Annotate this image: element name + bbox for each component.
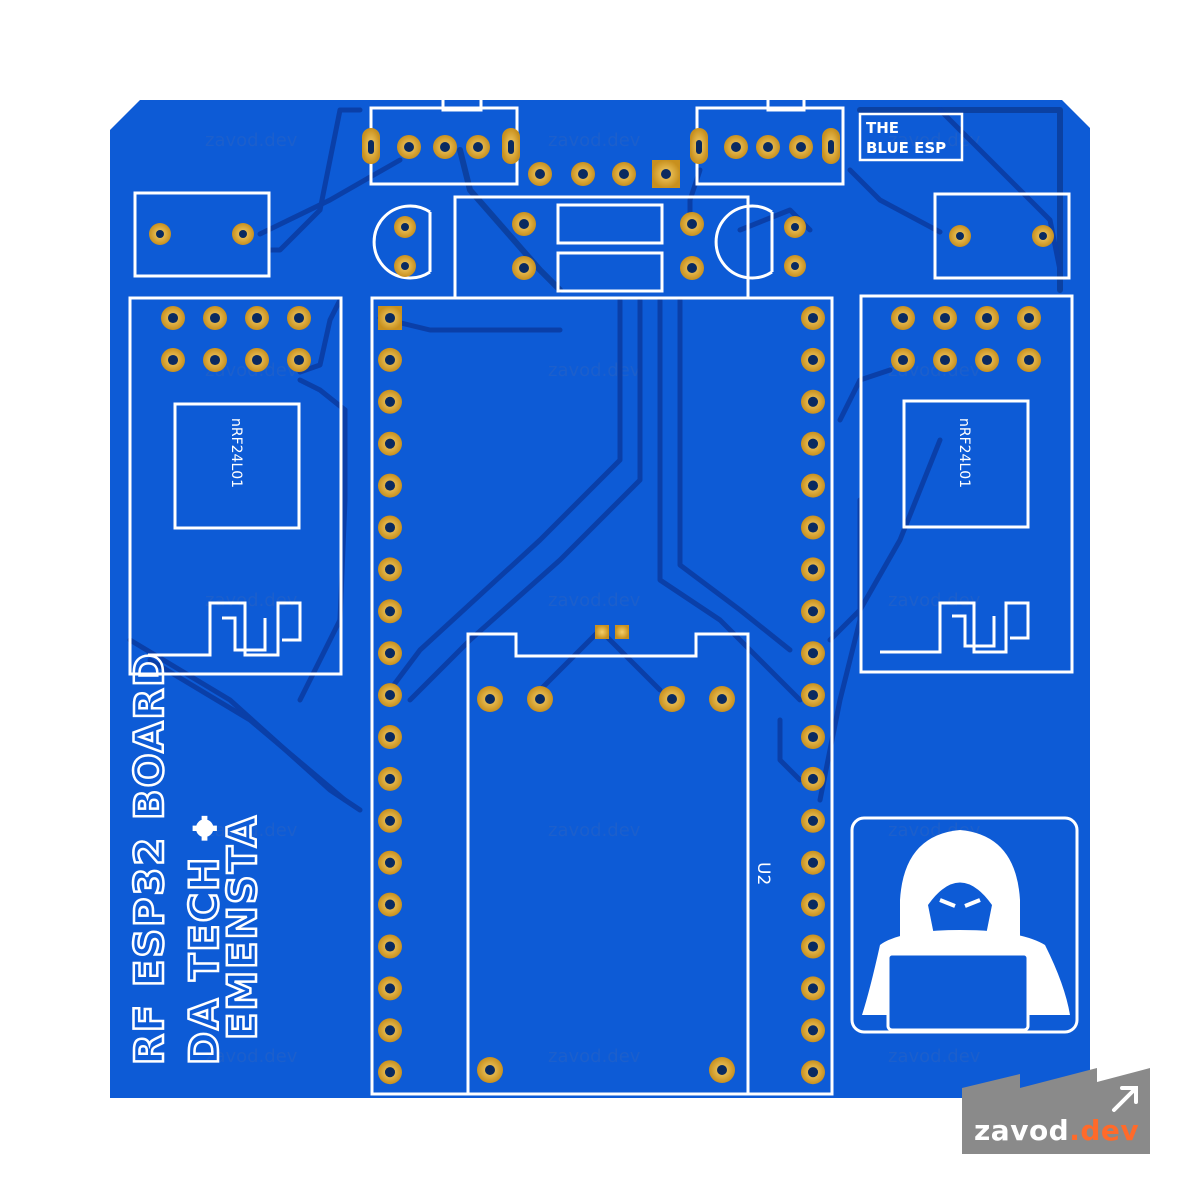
nrf-module-right: nRF24L01 — [859, 294, 1074, 674]
pad-hole — [384, 690, 396, 701]
board-title: RF ESP32 BOARD DA TECH ⌖ EMENSTA — [126, 650, 268, 1066]
pad-hole — [807, 815, 819, 826]
jumper-right — [933, 192, 1071, 280]
pad-hole — [807, 899, 819, 910]
pad-hole — [209, 354, 221, 366]
pad-hole — [897, 354, 909, 366]
watermark: zavod.dev — [548, 590, 641, 611]
pad-hole — [384, 899, 396, 910]
jumper-left — [133, 191, 271, 278]
pad-hole — [251, 312, 263, 324]
watermark: zavod.dev — [888, 590, 981, 611]
pad-hole — [384, 1067, 396, 1078]
pad-hole — [807, 354, 819, 365]
pad-hole — [807, 941, 819, 952]
pad-hole — [807, 983, 819, 994]
pad-hole — [384, 396, 396, 407]
pad-hole — [807, 396, 819, 407]
badge-line1: THE — [866, 119, 899, 137]
pad-hole — [807, 1025, 819, 1036]
pad-hole — [981, 354, 993, 366]
pad-hole — [167, 312, 179, 324]
watermark: zavod.dev — [888, 1046, 981, 1067]
pad-hole — [807, 564, 819, 575]
badge-line2: BLUE ESP — [866, 139, 946, 157]
pad-hole — [384, 1025, 396, 1036]
pad-hole — [293, 312, 305, 324]
logo-name: zavod — [974, 1114, 1070, 1147]
watermark: zavod.dev — [548, 360, 641, 381]
pad-hole — [897, 312, 909, 324]
pad-hole — [1023, 354, 1035, 366]
pad-hole — [384, 857, 396, 868]
pad-hole — [293, 354, 305, 366]
pcb-outline — [110, 100, 1090, 1098]
pad-hole — [384, 731, 396, 743]
zavod-logo — [962, 1068, 1150, 1154]
watermark: zavod.dev — [205, 820, 298, 841]
module-right-label: nRF24L01 — [956, 418, 972, 488]
esp32-header-pads — [378, 306, 825, 1085]
esp32-socket: U2 — [370, 296, 834, 1096]
watermark: zavod.dev — [888, 130, 981, 151]
pad-hole — [807, 606, 819, 617]
pad-hole — [807, 857, 819, 868]
pad-hole — [807, 1067, 819, 1078]
watermark: zavod.dev — [548, 130, 641, 151]
pad-hole — [807, 731, 819, 743]
module-left-label: nRF24L01 — [228, 418, 244, 488]
pad-hole — [807, 522, 819, 533]
title-line3: EMENSTA — [220, 814, 266, 1040]
nrf-module-left: nRF24L01 — [128, 296, 343, 676]
led-right — [714, 204, 806, 280]
pad-hole — [384, 354, 396, 365]
pad-hole — [167, 354, 179, 366]
pad-hole — [1023, 312, 1035, 324]
pad-hole — [384, 564, 396, 575]
badge: THE BLUE ESP — [858, 112, 964, 162]
pad-hole — [384, 312, 396, 324]
pad-hole — [807, 312, 819, 324]
pad-hole — [384, 941, 396, 952]
watermark: zavod.dev — [205, 130, 298, 151]
pad-hole — [981, 312, 993, 324]
pad-hole — [807, 648, 819, 659]
pad-hole — [251, 354, 263, 366]
title-line2: DA TECH ⌖ — [182, 815, 228, 1065]
watermark-layer: zavod.dev zavod.dev zavod.dev zavod.dev … — [205, 130, 981, 1067]
led-left — [372, 204, 432, 280]
pad-hole — [384, 773, 396, 784]
header-4pin — [528, 160, 680, 188]
watermark: zavod.dev — [548, 1046, 641, 1067]
pad-hole — [807, 773, 819, 784]
pad-hole — [807, 690, 819, 701]
pad-hole — [209, 312, 221, 324]
logo-text: zavod.dev — [974, 1114, 1139, 1147]
pad-hole — [939, 312, 951, 324]
watermark: zavod.dev — [548, 820, 641, 841]
arrow-up-right-icon — [1112, 1086, 1138, 1112]
pad-hole — [384, 438, 396, 449]
title-line1: RF ESP32 BOARD — [127, 652, 173, 1065]
nrf-header-pads — [161, 306, 1041, 372]
connector-right-top — [690, 96, 845, 186]
pad-hole — [384, 606, 396, 617]
watermark: zavod.dev — [205, 1046, 298, 1067]
logo-suffix: .dev — [1069, 1114, 1140, 1147]
watermark: zavod.dev — [205, 590, 298, 611]
pad-hole — [807, 438, 819, 449]
pad-hole — [384, 648, 396, 659]
pad-hole — [384, 522, 396, 533]
esp-label: U2 — [753, 862, 773, 885]
laptop-icon — [886, 952, 1030, 1032]
hacker-logo — [850, 816, 1079, 1034]
pad-hole — [384, 480, 396, 491]
pad-hole — [939, 354, 951, 366]
connector-left-top — [362, 96, 520, 186]
pad-hole — [807, 480, 819, 491]
pad-hole — [384, 983, 396, 994]
pad-hole — [384, 815, 396, 826]
